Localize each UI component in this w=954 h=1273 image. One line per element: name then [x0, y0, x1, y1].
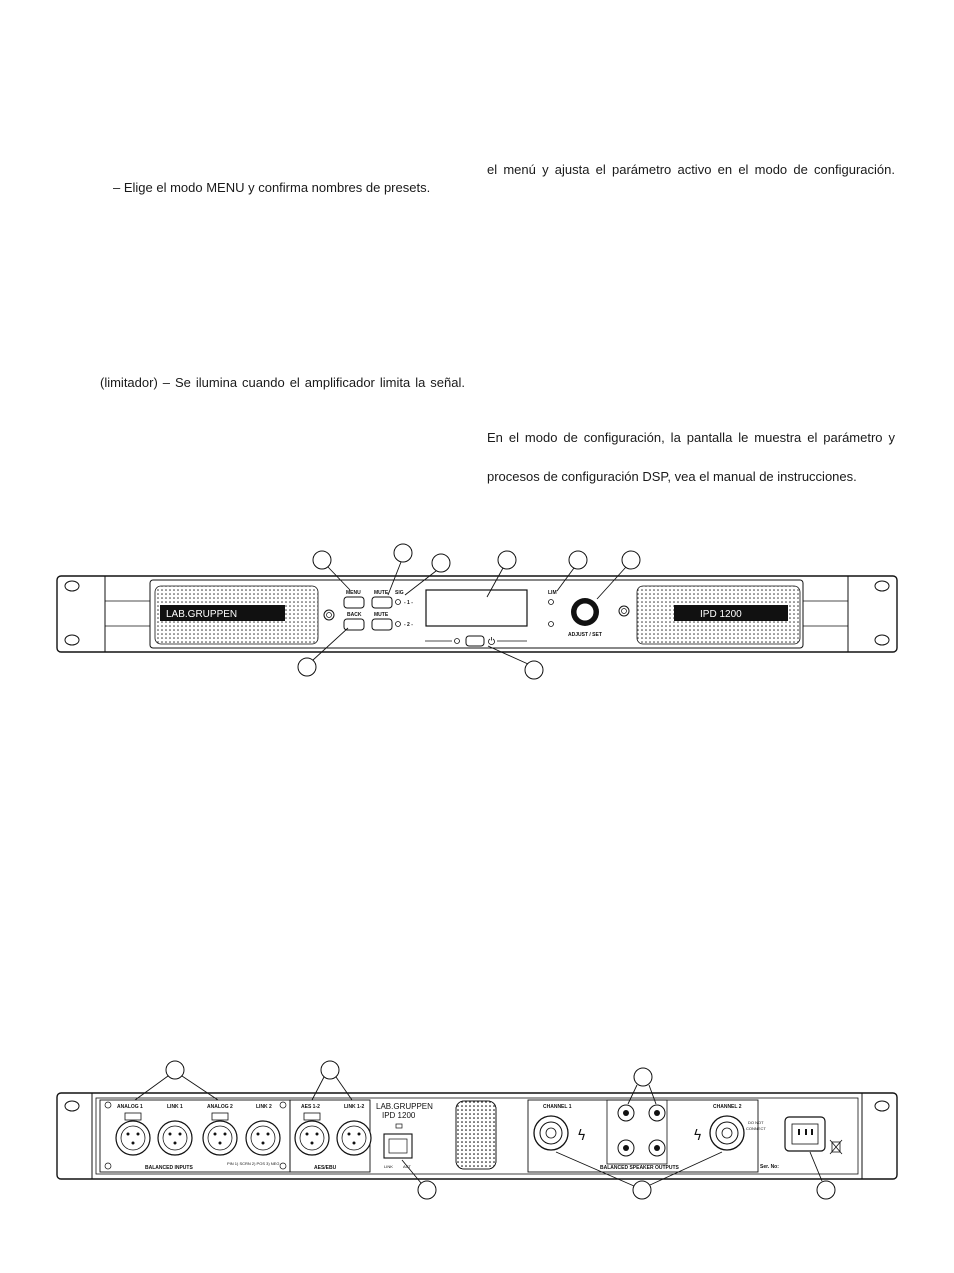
rear-rack-frame — [56, 1092, 898, 1180]
svg-text:BALANCED INPUTS: BALANCED INPUTS — [145, 1165, 193, 1171]
fan-vent — [455, 1100, 497, 1170]
weee-bin-icon — [829, 1139, 843, 1155]
mute2-button[interactable] — [371, 618, 393, 631]
ch1-label: - 1 - — [404, 600, 413, 606]
callout-ethernet — [417, 1180, 437, 1200]
callout-encoder — [621, 550, 641, 570]
lim-label: LIM — [548, 590, 557, 596]
iec-power-inlet — [784, 1116, 826, 1152]
svg-text:LINK 2: LINK 2 — [256, 1104, 272, 1110]
svg-text:AES/EBU: AES/EBU — [314, 1165, 337, 1171]
config-description: En el modo de configuración, la pantalla… — [487, 430, 895, 445]
limiter-description: (limitador) – Se ilumina cuando el ampli… — [100, 375, 465, 390]
ethernet-port — [383, 1133, 413, 1159]
model-badge — [674, 605, 788, 621]
callout-power — [524, 660, 544, 680]
xlr-link1 — [157, 1120, 193, 1156]
speakon-channel2 — [709, 1115, 745, 1151]
brand-badge — [160, 605, 285, 621]
xlr-aes-input — [294, 1112, 330, 1156]
rack-hole-icon — [874, 580, 890, 592]
callout-menu — [312, 550, 332, 570]
lim2-led-icon — [548, 621, 554, 627]
lim1-led-icon — [548, 599, 554, 605]
power-icon — [488, 637, 495, 645]
callout-back — [297, 657, 317, 677]
front-model: IPD 1200 — [700, 609, 742, 620]
rack-hole-icon — [64, 634, 80, 646]
svg-text:CHANNEL 1: CHANNEL 1 — [543, 1104, 572, 1110]
adjust-label: ADJUST / SET — [568, 632, 602, 638]
output-module — [527, 1099, 759, 1173]
power-button[interactable] — [465, 635, 485, 647]
mute1-label: MUTE — [374, 590, 389, 596]
svg-text:ANALOG 1: ANALOG 1 — [117, 1104, 143, 1110]
svg-text:LINK: LINK — [384, 1164, 393, 1169]
svg-text:CHANNEL 2: CHANNEL 2 — [713, 1104, 742, 1110]
callout-aes-inputs — [320, 1060, 340, 1080]
callout-display — [497, 550, 517, 570]
sig-label: SIG — [395, 590, 404, 596]
callout-lim — [568, 550, 588, 570]
rack-hole-icon — [64, 580, 80, 592]
encoder-description: el menú y ajusta el parámetro activo en … — [487, 162, 895, 177]
xlr-input-analog1 — [115, 1112, 151, 1156]
hazard-bolt-icon: ϟ — [577, 1128, 586, 1144]
xlr-aes-link — [336, 1120, 372, 1156]
front-panel-illustration: LAB.GRUPPEN IPD 1200 MENU BACK MUTE MUTE… — [56, 543, 898, 680]
rear-brand: LAB.GRUPPEN — [376, 1102, 433, 1111]
screw-icon — [618, 605, 630, 617]
xlr-input-analog2 — [202, 1112, 238, 1156]
sig2-led-icon — [395, 621, 401, 627]
network-icon — [395, 1123, 403, 1129]
sig1-led-icon — [395, 599, 401, 605]
back-label: BACK — [347, 612, 362, 618]
binding-post-icon — [617, 1104, 666, 1157]
screw-icon — [323, 609, 335, 621]
front-brand: LAB.GRUPPEN — [166, 609, 237, 620]
menu-description: – Elige el modo MENU y confirma nombres … — [113, 180, 431, 195]
callout-mute — [393, 543, 413, 563]
aes-module — [289, 1099, 371, 1173]
rack-hole-icon — [874, 1100, 890, 1112]
callout-sig — [431, 553, 451, 573]
power-led-icon — [454, 638, 460, 644]
svg-text:Ser. No:: Ser. No: — [760, 1164, 779, 1170]
svg-text:ANALOG 2: ANALOG 2 — [207, 1104, 233, 1110]
callout-power-inlet — [816, 1180, 836, 1200]
xlr-link2 — [245, 1120, 281, 1156]
rear-model: IPD 1200 — [382, 1111, 416, 1120]
lcd-display — [425, 589, 528, 627]
svg-text:AES 1-2: AES 1-2 — [301, 1104, 320, 1110]
callout-analog-inputs — [165, 1060, 185, 1080]
input-module — [99, 1099, 291, 1173]
back-button[interactable] — [343, 618, 365, 631]
svg-text:PIN 1) SCRN 2) POS 3) NEG: PIN 1) SCRN 2) POS 3) NEG — [227, 1161, 279, 1166]
svg-text:BALANCED SPEAKER OUTPUTS: BALANCED SPEAKER OUTPUTS — [600, 1165, 680, 1171]
mute1-button[interactable] — [371, 596, 393, 609]
svg-text:LINK 1-2: LINK 1-2 — [344, 1104, 365, 1110]
ch2-label: - 2 - — [404, 622, 413, 628]
menu-label: MENU — [346, 590, 361, 596]
rack-hole-icon — [64, 1100, 80, 1112]
callout-binding-posts — [633, 1067, 653, 1087]
menu-button[interactable] — [343, 596, 365, 609]
svg-text:ACT: ACT — [403, 1164, 412, 1169]
svg-text:DO NOT: DO NOT — [748, 1120, 764, 1125]
speakon-channel1 — [533, 1115, 569, 1151]
svg-text:LINK 1: LINK 1 — [167, 1104, 183, 1110]
mute2-label: MUTE — [374, 612, 389, 618]
svg-text:CONNECT: CONNECT — [746, 1126, 766, 1131]
rack-hole-icon — [874, 634, 890, 646]
dsp-description: procesos de configuración DSP, vea el ma… — [487, 469, 857, 484]
callout-speaker-outputs — [632, 1180, 652, 1200]
hazard-bolt-icon: ϟ — [693, 1128, 702, 1144]
